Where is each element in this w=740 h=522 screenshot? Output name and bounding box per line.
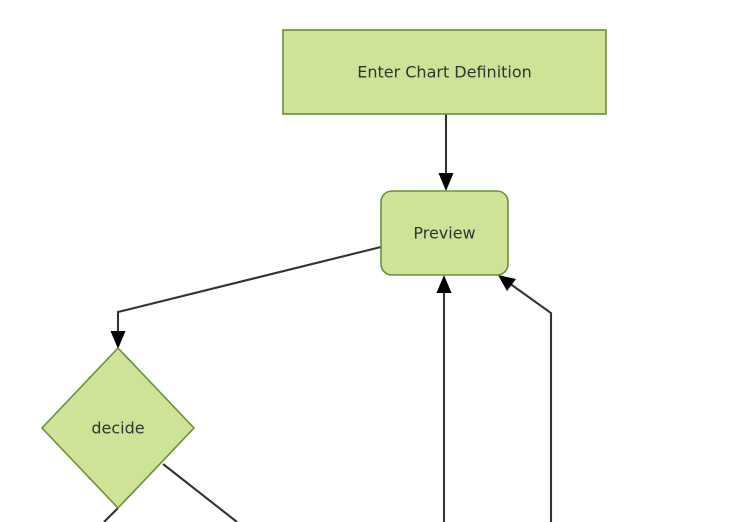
edge-return-center-to-preview: [436, 275, 452, 522]
node-enter-chart-definition[interactable]: Enter Chart Definition: [282, 29, 607, 115]
node-shape-rounded-rectangle[interactable]: [380, 190, 509, 276]
edge-line: [116, 245, 382, 335]
edge-decide-out-right: [162, 463, 238, 522]
edge-decide-out-left: [103, 507, 119, 522]
arrowhead-icon: [438, 173, 454, 191]
arrowhead-icon: [110, 331, 126, 349]
node-preview[interactable]: Preview: [380, 190, 509, 276]
node-shape-rectangle[interactable]: [282, 29, 607, 115]
edge-line: [508, 282, 553, 522]
node-decide[interactable]: decide: [40, 346, 196, 510]
node-shape-diamond[interactable]: [40, 346, 196, 510]
edge-return-right-to-preview: [498, 275, 553, 522]
edge-line: [162, 463, 238, 522]
edge-line: [103, 507, 119, 522]
arrowhead-icon: [436, 275, 452, 293]
edge-preview-to-decide: [110, 245, 382, 349]
arrowhead-icon: [498, 275, 516, 291]
edge-enter-to-preview: [438, 114, 454, 191]
